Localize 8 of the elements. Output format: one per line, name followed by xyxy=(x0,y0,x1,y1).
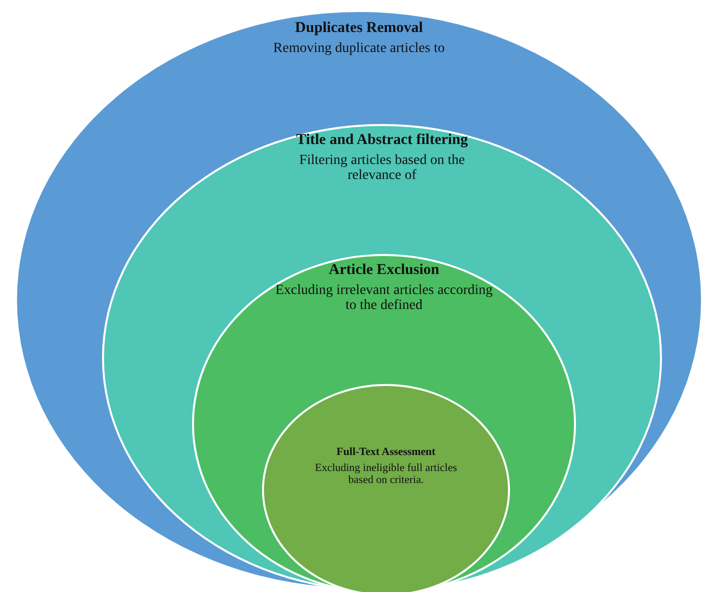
step-heading: Full-Text Assessment xyxy=(336,446,436,458)
step-description: Excluding irrelevant articles according to the defined xyxy=(274,282,494,314)
step-description: Excluding ineligible full articles based on criteria. xyxy=(314,462,458,486)
step-description: Removing duplicate articles to xyxy=(272,40,446,56)
step-description: Filtering articles based on the relevance of xyxy=(298,152,466,184)
step-heading: Duplicates Removal xyxy=(294,20,424,36)
step-heading: Title and Abstract filtering xyxy=(295,132,469,148)
step-heading: Article Exclusion xyxy=(328,262,440,278)
